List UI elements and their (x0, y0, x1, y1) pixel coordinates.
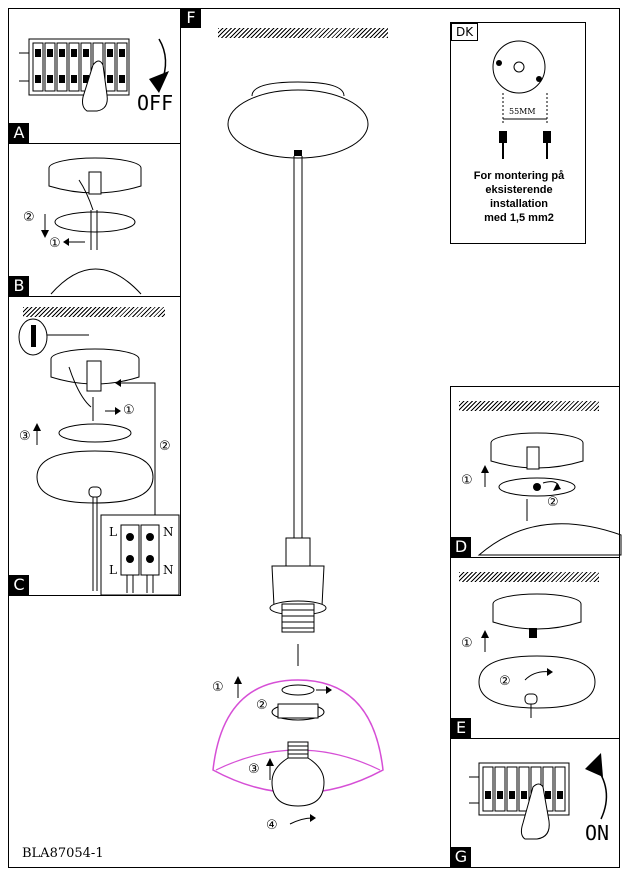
dk-line-1: For montering på (473, 170, 565, 182)
on-text: ON (585, 821, 610, 845)
document-code: BLA87054-1 (22, 846, 104, 861)
step-2-marker: ② (256, 698, 268, 713)
ceiling-hatch (23, 307, 165, 317)
terminal-label-l-top: L (109, 525, 117, 539)
panel-a-label: A (9, 123, 29, 143)
step-3-marker: ③ (248, 762, 260, 777)
shade-attachment-illustration (478, 593, 596, 718)
terminal-label-n-top: N (163, 525, 174, 539)
canopy-removal-illustration (41, 157, 142, 295)
dk-dimension: 55MM (509, 107, 536, 116)
circuit-breaker-on-illustration (469, 753, 608, 840)
step-2-marker: ② (499, 674, 511, 689)
terminal-label-n-bottom: N (163, 563, 174, 577)
step-1-marker: ① (123, 403, 135, 418)
dk-line-4: med 1,5 mm2 (484, 212, 554, 224)
dk-panel: DK 55MM For montering på eksisterende in… (450, 22, 586, 244)
panel-g: ON G (450, 738, 620, 868)
dk-line-2: eksisterende (485, 184, 553, 196)
dk-instruction-text: For montering på eksisterende installati… (459, 169, 579, 225)
panel-d: ① ② D (450, 386, 622, 558)
step-1-marker: ① (461, 473, 473, 488)
step-2-marker: ② (23, 210, 35, 225)
step-1-marker: ① (461, 636, 473, 651)
step-1-marker: ① (49, 236, 61, 251)
panel-e-label: E (451, 718, 471, 738)
wiring-illustration (18, 318, 180, 596)
panel-f-label: F (181, 8, 201, 28)
panel-c-label: C (9, 575, 29, 595)
terminal-label-l-bottom: L (109, 563, 117, 577)
step-2-marker: ② (159, 439, 171, 454)
ceiling-hatch-main (218, 28, 388, 38)
circuit-breaker-off-illustration (19, 38, 169, 112)
panel-d-label: D (451, 537, 471, 557)
panel-g-label: G (451, 847, 471, 867)
panel-c: ① ② ③ L N L N C (8, 296, 181, 596)
panel-a: OFF A (8, 8, 181, 144)
canopy-fixing-illustration (477, 432, 622, 556)
step-3-marker: ③ (19, 429, 31, 444)
panel-e: ① ② E (450, 557, 620, 739)
step-1-marker: ① (212, 680, 224, 695)
step-2-marker: ② (547, 495, 559, 510)
off-text: OFF (137, 91, 174, 115)
dk-line-3: installation (489, 198, 549, 210)
step-4-marker: ④ (266, 818, 278, 833)
dk-tag: DK (451, 23, 479, 41)
mounting-bracket-illustration (492, 40, 551, 159)
ceiling-hatch (459, 572, 599, 582)
ceiling-hatch (459, 401, 599, 411)
panel-b-label: B (9, 276, 29, 296)
